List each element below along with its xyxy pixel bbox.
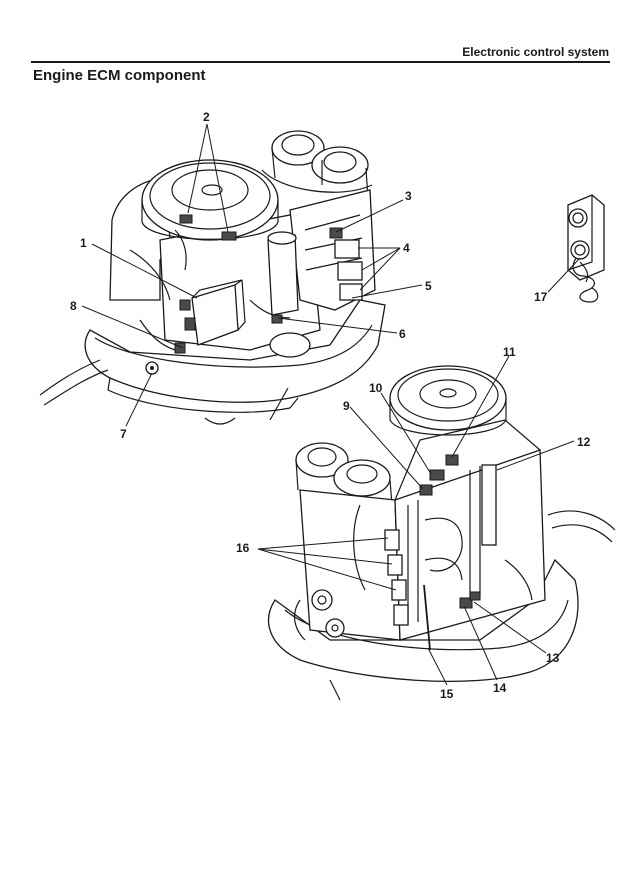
upper-engine-drawing — [39, 130, 386, 425]
header-rule — [31, 61, 610, 63]
callout-16: 16 — [236, 541, 250, 555]
callout-2: 2 — [203, 110, 210, 124]
header-section-title: Electronic control system — [462, 45, 609, 59]
callout-4: 4 — [403, 241, 410, 255]
callout-8: 8 — [70, 299, 77, 313]
callout-3: 3 — [405, 189, 412, 203]
page-title: Engine ECM component — [33, 67, 206, 84]
callout-12: 12 — [577, 435, 591, 449]
callout-leaders — [81, 123, 581, 686]
callout-5: 5 — [425, 279, 432, 293]
callout-10: 10 — [369, 381, 383, 395]
lower-engine-drawing — [267, 365, 616, 701]
callout-11: 11 — [503, 345, 516, 359]
callout-1: 1 — [80, 236, 87, 250]
callout-7: 7 — [120, 427, 127, 441]
callout-15: 15 — [440, 687, 454, 701]
callout-13: 13 — [546, 651, 560, 665]
callout-17: 17 — [534, 290, 548, 304]
engine-stop-lanyard-switch — [567, 194, 605, 303]
callout-14: 14 — [493, 681, 507, 695]
callout-6: 6 — [399, 327, 406, 341]
callout-labels: 1 2 3 4 5 6 7 8 9 10 11 12 13 14 15 16 1… — [70, 110, 591, 701]
callout-9: 9 — [343, 399, 350, 413]
